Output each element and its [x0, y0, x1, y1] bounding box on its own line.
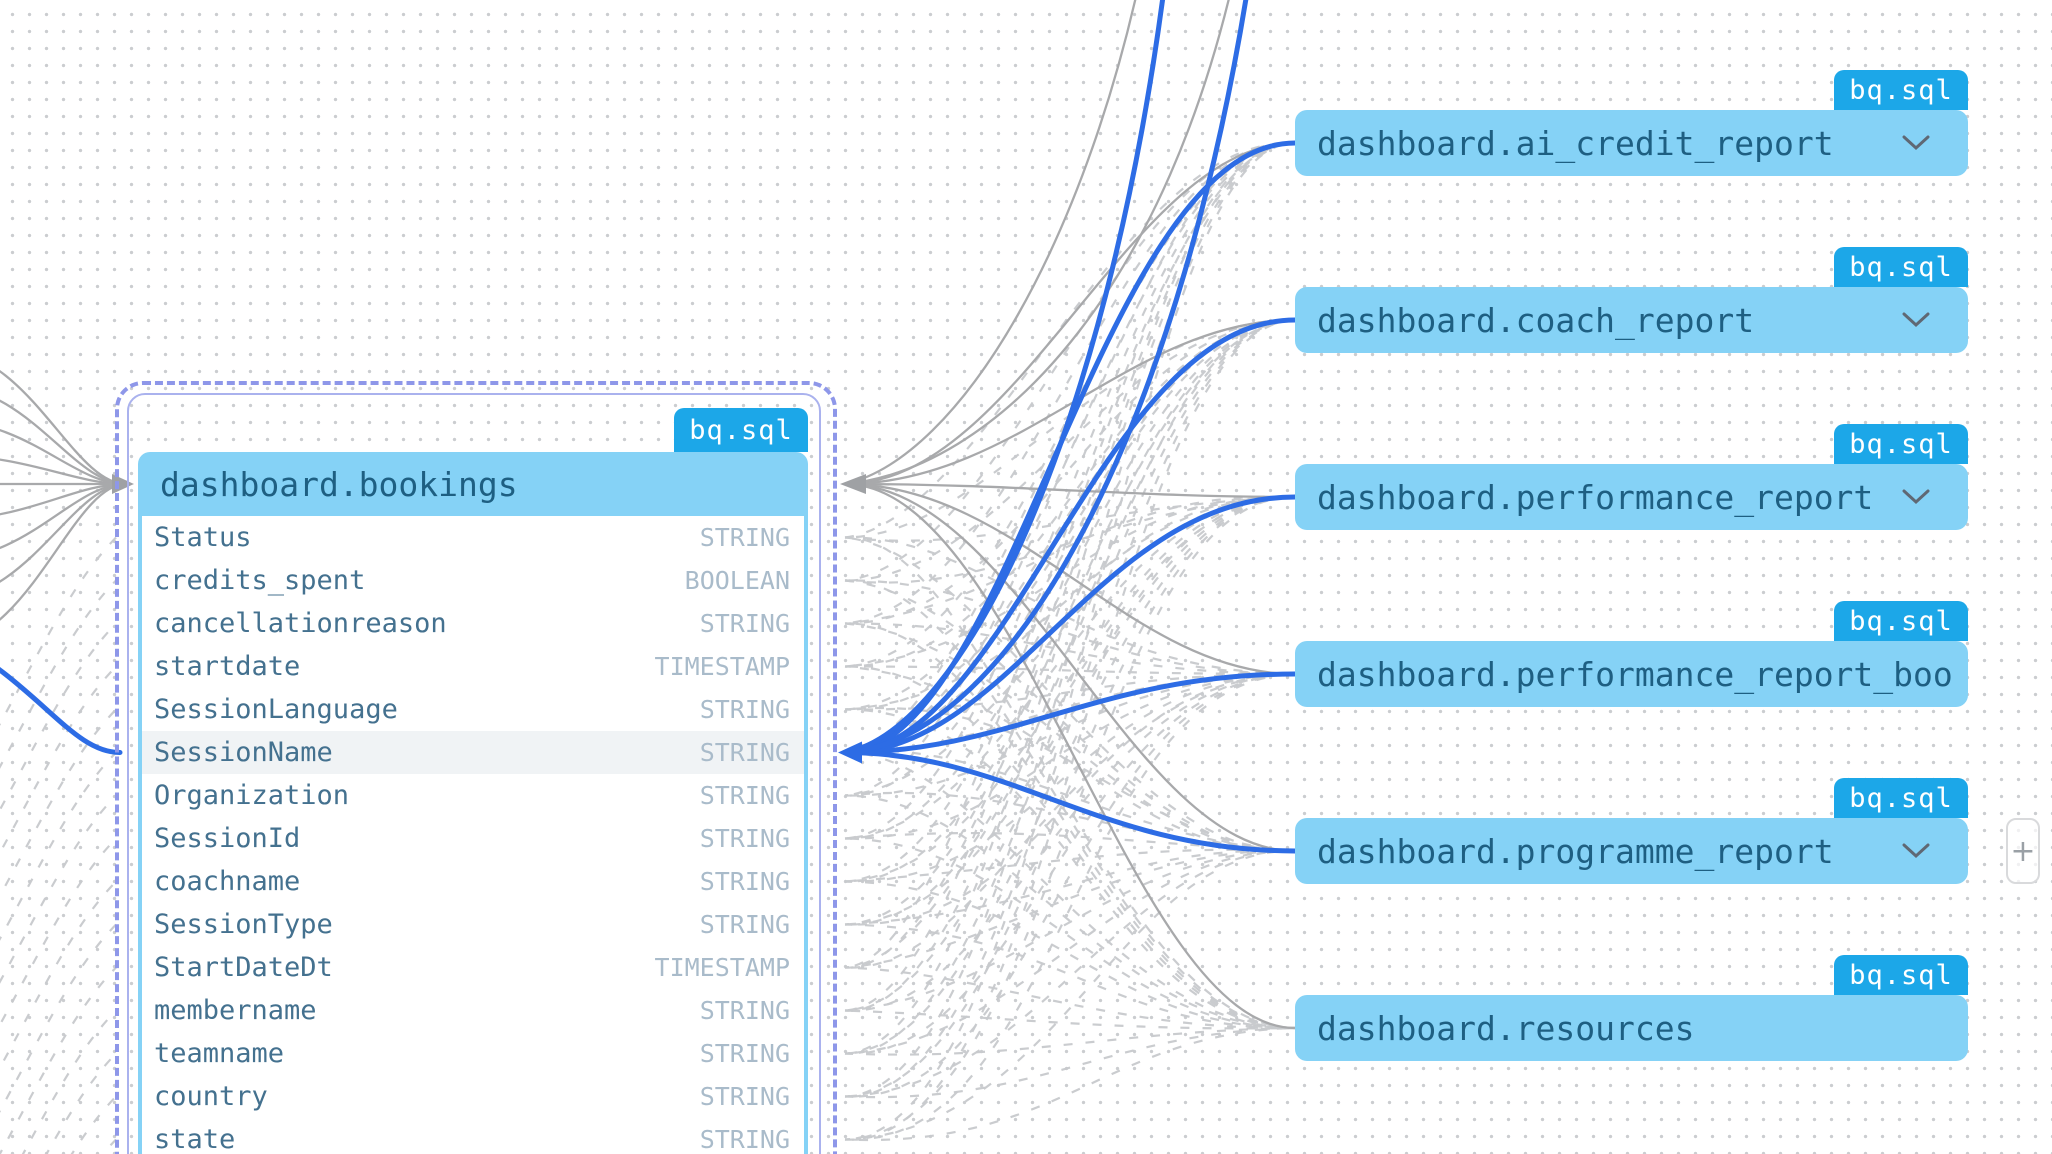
column-name: coachname [154, 866, 301, 897]
table-node-resources[interactable]: bq.sql dashboard.resources [1295, 955, 1968, 1061]
column-name: country [154, 1081, 268, 1112]
column-name: cancellationreason [154, 608, 447, 639]
engine-badge: bq.sql [1834, 955, 1968, 995]
column-name: startdate [154, 651, 301, 682]
column-type: STRING [699, 1039, 790, 1068]
column-name: SessionLanguage [154, 694, 398, 725]
column-type: STRING [699, 695, 790, 724]
column-row[interactable]: Status STRING [142, 516, 804, 559]
add-button[interactable]: + [2006, 818, 2040, 884]
table-node-performance-report[interactable]: bq.sql dashboard.performance_report [1295, 424, 1968, 530]
column-type: STRING [699, 738, 790, 767]
table-header[interactable]: dashboard.bookings [138, 452, 808, 516]
plus-icon: + [2010, 833, 2036, 869]
table-title: dashboard.performance_report [1317, 477, 1874, 517]
column-type: STRING [699, 609, 790, 638]
column-type: STRING [699, 910, 790, 939]
table-node-performance-report-bookings[interactable]: bq.sql dashboard.performance_report_boo [1295, 601, 1968, 707]
engine-badge: bq.sql [1834, 601, 1968, 641]
table-node-ai-credit-report[interactable]: bq.sql dashboard.ai_credit_report [1295, 70, 1968, 176]
column-type: STRING [699, 996, 790, 1025]
column-name: credits_spent [154, 565, 366, 596]
column-row[interactable]: state STRING [142, 1118, 804, 1154]
column-row[interactable]: startdate TIMESTAMP [142, 645, 804, 688]
column-type: TIMESTAMP [654, 953, 790, 982]
column-name: state [154, 1124, 236, 1154]
column-name: SessionName [154, 737, 333, 768]
table-title: dashboard.programme_report [1317, 831, 1834, 871]
engine-badge: bq.sql [674, 408, 808, 452]
chevron-down-icon[interactable] [1902, 843, 1930, 859]
column-name: StartDateDt [154, 952, 333, 983]
chevron-down-icon[interactable] [1902, 312, 1930, 328]
column-row[interactable]: SessionType STRING [142, 903, 804, 946]
column-name: membername [154, 995, 317, 1026]
column-name: SessionId [154, 823, 301, 854]
column-type: STRING [699, 867, 790, 896]
column-type: STRING [699, 781, 790, 810]
column-type: BOOLEAN [684, 566, 790, 595]
column-name: SessionType [154, 909, 333, 940]
column-type: STRING [699, 1082, 790, 1111]
column-name: Status [154, 522, 252, 553]
column-type: STRING [699, 523, 790, 552]
engine-badge: bq.sql [1834, 778, 1968, 818]
engine-badge: bq.sql [1834, 247, 1968, 287]
column-row[interactable]: SessionName STRING [142, 731, 804, 774]
chevron-down-icon[interactable] [1902, 135, 1930, 151]
table-title: dashboard.ai_credit_report [1317, 123, 1834, 163]
column-row[interactable]: country STRING [142, 1075, 804, 1118]
column-row[interactable]: StartDateDt TIMESTAMP [142, 946, 804, 989]
engine-badge: bq.sql [1834, 70, 1968, 110]
engine-badge: bq.sql [1834, 424, 1968, 464]
column-name: teamname [154, 1038, 285, 1069]
table-node-coach-report[interactable]: bq.sql dashboard.coach_report [1295, 247, 1968, 353]
table-title: dashboard.bookings [160, 464, 518, 504]
column-type: TIMESTAMP [654, 652, 790, 681]
column-row[interactable]: SessionLanguage STRING [142, 688, 804, 731]
column-row[interactable]: membername STRING [142, 989, 804, 1032]
column-name: Organization [154, 780, 350, 811]
column-row[interactable]: coachname STRING [142, 860, 804, 903]
table-title: dashboard.coach_report [1317, 300, 1755, 340]
column-row[interactable]: credits_spent BOOLEAN [142, 559, 804, 602]
column-row[interactable]: cancellationreason STRING [142, 602, 804, 645]
column-type: STRING [699, 1125, 790, 1154]
selection-ring-solid [127, 393, 821, 1154]
table-title: dashboard.resources [1317, 1008, 1695, 1048]
column-row[interactable]: Organization STRING [142, 774, 804, 817]
table-title: dashboard.performance_report_boo [1317, 654, 1953, 694]
selection-ring-dashed [115, 381, 837, 1154]
chevron-down-icon[interactable] [1902, 489, 1930, 505]
table-node-programme-report[interactable]: bq.sql dashboard.programme_report [1295, 778, 1968, 884]
column-type: STRING [699, 824, 790, 853]
column-row[interactable]: SessionId STRING [142, 817, 804, 860]
column-row[interactable]: teamname STRING [142, 1032, 804, 1075]
